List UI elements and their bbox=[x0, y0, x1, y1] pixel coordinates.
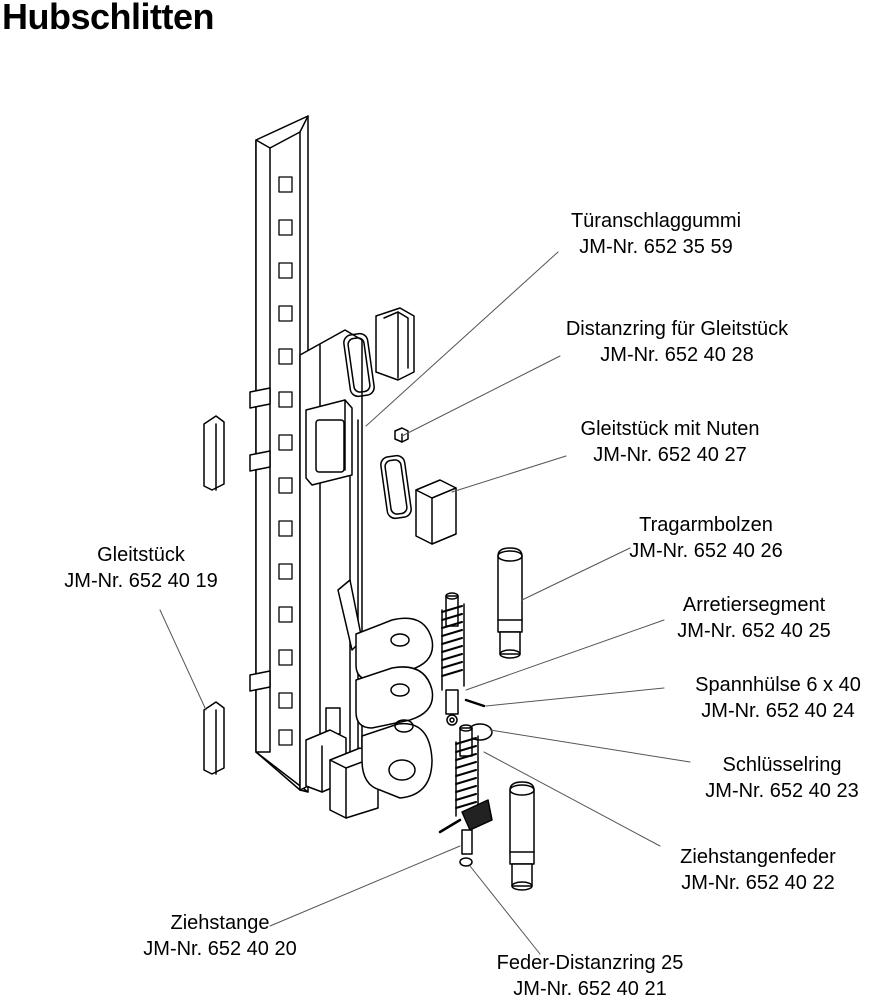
door-stop-rubber bbox=[375, 307, 415, 381]
swivel-bracket bbox=[355, 617, 434, 799]
part-name: Arretiersegment bbox=[682, 594, 826, 616]
label-spannhuelse: Spannhülse 6 x 40 JM-Nr. 652 40 24 bbox=[676, 672, 880, 724]
support-arm-bolt-lower bbox=[509, 781, 535, 891]
part-name: Türanschlaggummi bbox=[570, 210, 742, 232]
part-number: JM-Nr. 652 40 28 bbox=[600, 344, 754, 366]
small-nut bbox=[394, 427, 409, 443]
page-title: Hubschlitten bbox=[2, 0, 215, 37]
left-slide-pieces bbox=[203, 415, 225, 775]
mast-slots bbox=[278, 176, 293, 746]
part-name: Gleitstück bbox=[97, 544, 185, 566]
part-name: Ziehstangenfeder bbox=[680, 846, 836, 868]
grooved-slide-block bbox=[415, 479, 457, 545]
part-number: JM-Nr. 652 40 21 bbox=[513, 978, 667, 1000]
part-name: Spannhülse 6 x 40 bbox=[695, 674, 861, 696]
part-name: Tragarmbolzen bbox=[639, 514, 773, 536]
label-schluesselring: Schlüsselring JM-Nr. 652 40 23 bbox=[692, 752, 872, 804]
carriage-plate bbox=[299, 329, 363, 791]
label-feder-distanzring: Feder-Distanzring 25 JM-Nr. 652 40 21 bbox=[470, 950, 710, 1002]
part-number: JM-Nr. 652 40 25 bbox=[677, 620, 831, 642]
upper-spring-assembly bbox=[441, 592, 465, 726]
mast-tabs bbox=[249, 387, 271, 692]
label-tragarmbolzen: Tragarmbolzen JM-Nr. 652 40 26 bbox=[606, 512, 806, 564]
label-distanzring-gleitstueck: Distanzring für Gleitstück JM-Nr. 652 40… bbox=[536, 316, 818, 368]
part-number: JM-Nr. 652 40 23 bbox=[705, 780, 859, 802]
part-name: Feder-Distanzring 25 bbox=[496, 952, 684, 974]
part-name: Ziehstange bbox=[170, 912, 270, 934]
part-number: JM-Nr. 652 40 19 bbox=[64, 570, 218, 592]
label-ziehstange: Ziehstange JM-Nr. 652 40 20 bbox=[130, 910, 310, 962]
lower-spring-assembly bbox=[438, 723, 493, 867]
part-name: Distanzring für Gleitstück bbox=[565, 318, 789, 340]
part-number: JM-Nr. 652 40 26 bbox=[629, 540, 783, 562]
support-arm-bolt-upper bbox=[497, 547, 523, 659]
leader-lines bbox=[159, 251, 691, 955]
label-gleitstueck-nuten: Gleitstück mit Nuten JM-Nr. 652 40 27 bbox=[556, 416, 784, 468]
label-ziehstangenfeder: Ziehstangenfeder JM-Nr. 652 40 22 bbox=[660, 844, 856, 896]
label-arretiersegment: Arretiersegment JM-Nr. 652 40 25 bbox=[656, 592, 852, 644]
part-number: JM-Nr. 652 35 59 bbox=[579, 236, 733, 258]
part-number: JM-Nr. 652 40 20 bbox=[143, 938, 297, 960]
part-name: Schlüsselring bbox=[722, 754, 842, 776]
part-number: JM-Nr. 652 40 22 bbox=[681, 872, 835, 894]
part-number: JM-Nr. 652 40 24 bbox=[701, 700, 855, 722]
label-tueranschlaggummi: Türanschlaggummi JM-Nr. 652 35 59 bbox=[556, 208, 756, 260]
upper-slide-block bbox=[305, 399, 353, 486]
part-number: JM-Nr. 652 40 27 bbox=[593, 444, 747, 466]
clamping-sleeve-pin bbox=[464, 698, 486, 708]
label-gleitstueck: Gleitstück JM-Nr. 652 40 19 bbox=[46, 542, 236, 594]
distance-rings bbox=[343, 332, 412, 520]
part-name: Gleitstück mit Nuten bbox=[580, 418, 760, 440]
